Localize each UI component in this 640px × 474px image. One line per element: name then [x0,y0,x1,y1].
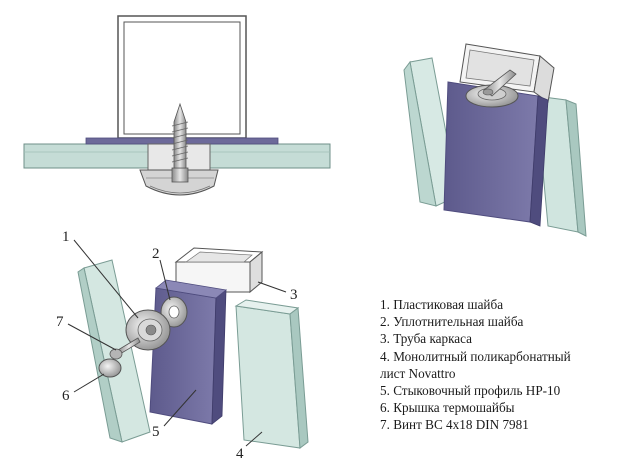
thermo-washer-section [139,169,219,196]
leader-4 [245,431,263,447]
callout-6: 6 [62,388,70,404]
leader-lines [67,239,287,447]
assembled-tube [459,43,555,103]
legend-item-4: 4. Монолитный поликарбонатный [380,348,571,364]
exploded-sealing-washer [160,296,188,328]
leader-6 [73,373,105,393]
leader-5 [163,389,197,427]
assembled-washer [465,69,519,108]
callout-3: 3 [290,287,298,303]
screw-section [171,102,189,183]
legend-item-2: 2. Уплотнительная шайба [380,314,524,330]
leader-7 [67,323,117,351]
legend-item-1: 1. Пластиковая шайба [380,297,504,312]
callout-4: 4 [236,446,244,462]
legend-item-6: 6. Крышка термошайбы [380,400,515,416]
callout-numbers: 1 2 3 7 6 5 4 [56,229,298,462]
exploded-cap [98,358,122,378]
legend-item-5: 5. Стыковочный профиль НР-10 [380,383,561,399]
leader-3 [257,281,287,293]
exploded-screw [109,337,141,360]
assembled-profile [443,81,549,227]
callout-7: 7 [56,314,64,330]
legend-item-7: 7. Винт ВС 4х18 DIN 7981 [380,417,529,433]
callout-1: 1 [62,229,70,245]
leader-1 [73,239,139,319]
callout-2: 2 [152,246,160,262]
leader-2 [159,259,171,301]
exploded-right-panel [234,299,309,449]
legend-item-3: 3. Труба каркаса [380,331,473,347]
legend-item-4-continued: лист Novattro [380,365,456,381]
exploded-view [77,247,309,449]
parts-legend: 1. Пластиковая шайба 2. Уплотнительная ш… [380,296,635,434]
assembled-view [403,43,587,237]
cross-section-view [23,15,331,196]
assembled-right-panel [535,95,587,237]
exploded-profile [149,279,227,425]
callout-5: 5 [152,424,160,440]
